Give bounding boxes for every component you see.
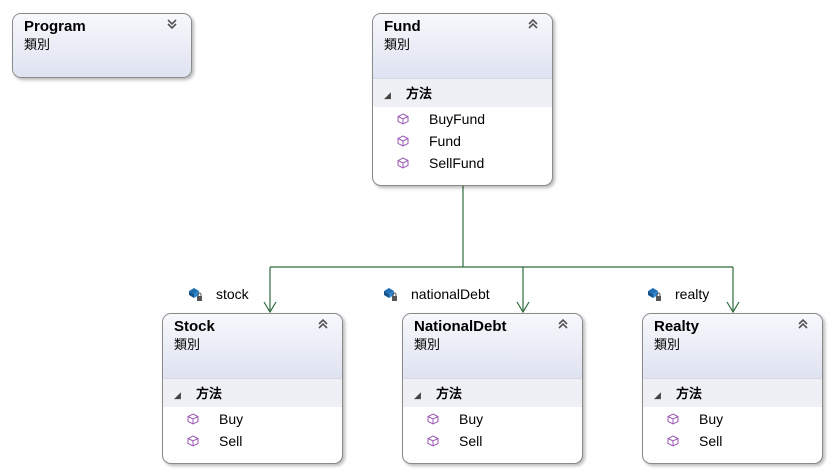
class-kind: 類別 <box>174 337 201 352</box>
arrowhead-nationaldebt <box>516 301 530 314</box>
method-name: Sell <box>699 433 723 449</box>
methods-list: Buy Sell <box>643 407 822 452</box>
class-title: Stock <box>174 318 215 335</box>
association-label-stock[interactable]: stock <box>187 285 267 303</box>
class-kind: 類別 <box>414 337 441 352</box>
class-header: Fund 類別 <box>373 14 552 78</box>
class-header: Realty 類別 <box>643 314 822 378</box>
class-title: Fund <box>384 18 421 35</box>
method-cube-icon <box>397 113 409 125</box>
field-lock-icon <box>648 288 661 301</box>
methods-list: Buy Sell <box>403 407 582 452</box>
method-cube-icon <box>397 157 409 169</box>
method-cube-icon <box>187 435 199 447</box>
collapse-triangle-icon[interactable]: ◢ <box>654 390 661 400</box>
methods-list: BuyFund Fund SellFund <box>373 107 552 174</box>
methods-list: Buy Sell <box>163 407 342 452</box>
arrowhead-realty <box>726 301 740 314</box>
method-name: BuyFund <box>429 111 486 127</box>
arrowhead-stock <box>263 301 277 314</box>
methods-section-header[interactable]: ◢方法 <box>403 378 582 407</box>
collapse-triangle-icon[interactable]: ◢ <box>414 390 421 400</box>
association-name: nationalDebt <box>411 286 490 302</box>
field-lock-icon <box>189 288 202 301</box>
class-shape-program[interactable]: Program 類別 <box>12 13 192 78</box>
collapse-triangle-icon[interactable]: ◢ <box>384 90 391 100</box>
method-item[interactable]: Buy <box>643 408 822 430</box>
association-label-nationaldebt[interactable]: nationalDebt <box>382 285 512 303</box>
field-lock-icon <box>384 288 397 301</box>
association-name: realty <box>675 286 710 302</box>
class-kind: 類別 <box>384 37 411 52</box>
method-item[interactable]: BuyFund <box>373 108 552 130</box>
class-header: Program 類別 <box>13 14 191 77</box>
class-title: NationalDebt <box>414 318 507 335</box>
class-header: NationalDebt 類別 <box>403 314 582 378</box>
method-item[interactable]: Sell <box>643 430 822 452</box>
collapse-chevron-icon[interactable] <box>526 17 544 33</box>
method-item[interactable]: Sell <box>403 430 582 452</box>
class-kind: 類別 <box>24 37 51 52</box>
method-item[interactable]: Sell <box>163 430 342 452</box>
method-name: SellFund <box>429 155 485 171</box>
method-name: Buy <box>459 411 484 427</box>
expand-chevron-icon[interactable] <box>165 17 183 33</box>
association-name: stock <box>216 286 249 302</box>
method-name: Buy <box>699 411 724 427</box>
method-cube-icon <box>427 435 439 447</box>
method-item[interactable]: Buy <box>403 408 582 430</box>
method-name: Fund <box>429 133 461 149</box>
methods-section-header[interactable]: ◢方法 <box>373 78 552 107</box>
collapse-chevron-icon[interactable] <box>556 317 574 333</box>
method-item[interactable]: Fund <box>373 130 552 152</box>
class-title: Program <box>24 18 86 35</box>
method-item[interactable]: SellFund <box>373 152 552 174</box>
association-label-realty[interactable]: realty <box>646 285 726 303</box>
method-name: Buy <box>219 411 244 427</box>
class-shape-nationaldebt[interactable]: NationalDebt 類別 ◢方法 Buy Sell <box>402 313 583 464</box>
class-title: Realty <box>654 318 700 335</box>
method-name: Sell <box>219 433 243 449</box>
collapse-chevron-icon[interactable] <box>796 317 814 333</box>
collapse-chevron-icon[interactable] <box>316 317 334 333</box>
class-shape-stock[interactable]: Stock 類別 ◢方法 Buy Sell <box>162 313 343 464</box>
method-item[interactable]: Buy <box>163 408 342 430</box>
method-cube-icon <box>187 413 199 425</box>
method-cube-icon <box>667 413 679 425</box>
methods-section-header[interactable]: ◢方法 <box>163 378 342 407</box>
class-kind: 類別 <box>654 337 681 352</box>
class-header: Stock 類別 <box>163 314 342 378</box>
class-shape-fund[interactable]: Fund 類別 ◢方法 BuyFund Fund SellFund <box>372 13 553 186</box>
method-cube-icon <box>397 135 409 147</box>
methods-section-header[interactable]: ◢方法 <box>643 378 822 407</box>
method-name: Sell <box>459 433 483 449</box>
method-cube-icon <box>427 413 439 425</box>
collapse-triangle-icon[interactable]: ◢ <box>174 390 181 400</box>
method-cube-icon <box>667 435 679 447</box>
class-shape-realty[interactable]: Realty 類別 ◢方法 Buy Sell <box>642 313 823 464</box>
